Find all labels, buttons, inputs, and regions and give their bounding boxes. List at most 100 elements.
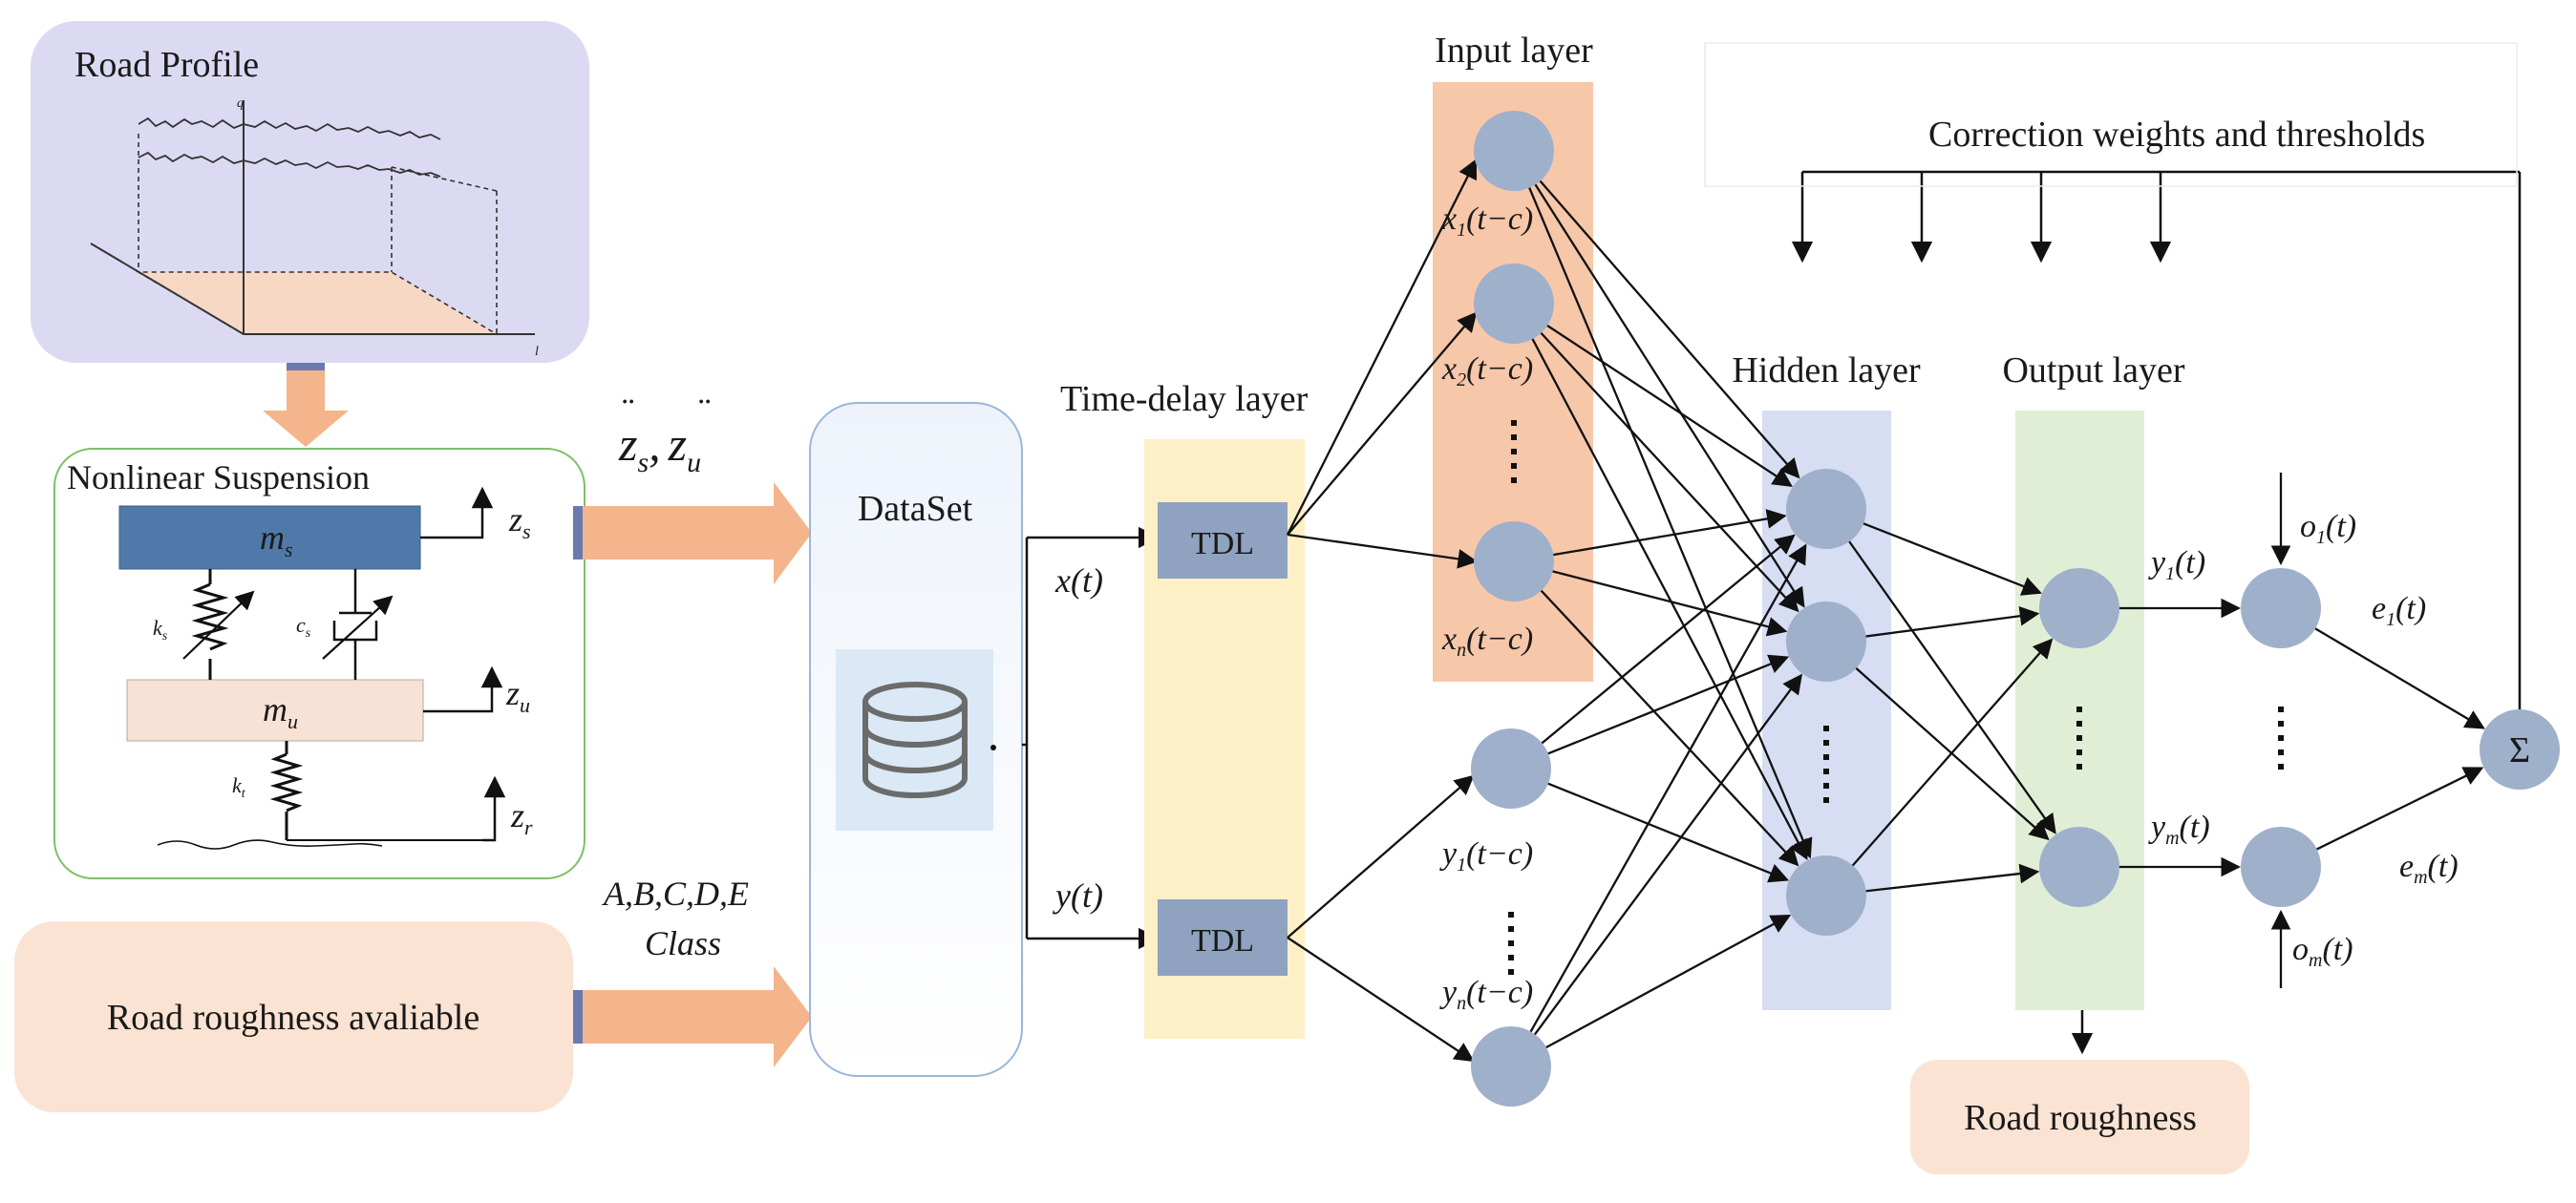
error-label-e1: e1(t) <box>2372 591 2426 630</box>
compare-1-to-sum <box>2312 767 2484 853</box>
damper-cs <box>322 569 394 680</box>
input-0-to-hidden-1 <box>1532 180 1805 608</box>
input-2-to-hidden-0 <box>1549 509 1787 557</box>
input-4-to-hidden-2 <box>1542 914 1792 1050</box>
feedback-label-yn: yn(t−c) <box>1439 975 1533 1014</box>
compare-node-m <box>2241 827 2321 907</box>
zr-label: zr <box>510 796 533 839</box>
zs-label: zs <box>508 500 531 543</box>
road-profile-axis-h: l <box>535 345 539 359</box>
input-0-to-hidden-0 <box>1536 177 1800 479</box>
zu-arrow <box>423 665 503 713</box>
suspension-title: Nonlinear Suspension <box>67 458 370 496</box>
tdl-x-to-input-0 <box>1286 158 1478 536</box>
compare-node-1 <box>2241 568 2321 648</box>
feedback-node-yn <box>1471 1026 1551 1107</box>
tdl-y-to-feedback-1 <box>1287 937 1475 1063</box>
database-icon <box>862 682 968 798</box>
feedback-label: Correction weights and thresholds <box>1928 115 2425 155</box>
input-1-to-hidden-1 <box>1537 328 1799 613</box>
compare-ellipsis <box>2278 707 2284 770</box>
hidden-nodes <box>1786 469 1866 936</box>
sprung-mass-label: ms <box>260 518 293 561</box>
tdl-box-y <box>1158 899 1288 976</box>
down-block-arrow <box>263 363 349 447</box>
output-label-y1: y1(t) <box>2148 545 2205 584</box>
input-node-xn <box>1474 521 1554 602</box>
dataset-dot <box>990 745 996 750</box>
road-roughness-available-box: Road roughness avaliable <box>14 921 573 1112</box>
input-3-to-hidden-0 <box>1538 534 1796 747</box>
spring-ks-label: ks <box>153 616 168 644</box>
tdl-box-x-label: TDL <box>1191 526 1254 561</box>
feedback-path <box>1791 170 2522 709</box>
input-1-to-hidden-0 <box>1543 322 1793 487</box>
input-nodes <box>1471 111 1554 1107</box>
sum-symbol: Σ <box>2509 730 2530 770</box>
unsprung-mass-label: mu <box>263 690 298 733</box>
hidden-layer-title: Hidden layer <box>1732 350 1921 390</box>
input-3-to-hidden-2 <box>1543 781 1790 883</box>
tdl-box-y-label: TDL <box>1191 923 1254 959</box>
y-signal-label: y(t) <box>1053 876 1103 915</box>
output-label-ym: ym(t) <box>2148 810 2210 849</box>
input-1-to-hidden-2 <box>1529 334 1808 860</box>
zr-arrow <box>482 775 506 842</box>
spring-ks <box>182 569 255 680</box>
feedback-label-frame <box>1704 42 2518 187</box>
dataset-box: DataSet <box>809 402 1023 1077</box>
road-profile-plot <box>90 100 535 335</box>
input-4-to-hidden-0 <box>1527 543 1807 1036</box>
svg-text:¨: ¨ <box>698 390 711 433</box>
x-signal-label: x(t) <box>1054 561 1103 600</box>
input-0-to-hidden-2 <box>1526 183 1813 859</box>
damper-cs-label: cs <box>296 613 311 641</box>
input-layer-title: Input layer <box>1435 31 1593 71</box>
dataset-branch-lines <box>1022 526 1160 950</box>
tdl-x-to-input-1 <box>1287 311 1478 536</box>
input-label-x1: x1(t−c) <box>1441 201 1533 241</box>
time-delay-layer-title: Time-delay layer <box>1060 379 1309 419</box>
acceleration-label: zs,zu ¨ ¨ <box>618 390 711 478</box>
road-profile-title: Road Profile <box>75 45 259 85</box>
input-2-to-hidden-2 <box>1537 586 1799 867</box>
road-roughness-available-label: Road roughness avaliable <box>107 998 479 1038</box>
zs-arrow <box>420 486 494 539</box>
output-nodes <box>2039 568 2560 907</box>
road-profile-axis-v: q <box>237 96 244 111</box>
input-label-xn: xn(t−c) <box>1441 622 1533 661</box>
output-node-1 <box>2039 568 2119 648</box>
svg-text:¨: ¨ <box>622 390 634 433</box>
zu-label: zu <box>505 674 530 717</box>
sum-node <box>2480 709 2560 790</box>
output-ellipsis <box>2076 707 2082 770</box>
target-label-o1: o1(t) <box>2300 509 2356 548</box>
hidden-2-to-output-0 <box>1849 638 2054 870</box>
tdl-box-x <box>1158 502 1288 579</box>
output-node-m <box>2039 827 2119 907</box>
road-profile-panel: Road Profile q l <box>31 21 589 363</box>
input-node-x2 <box>1474 264 1554 344</box>
road-roughness-label: Road roughness <box>1964 1098 2197 1138</box>
compare-0-to-sum <box>2310 625 2485 729</box>
feedback-ellipsis <box>1508 912 1514 975</box>
tdl-x-to-input-2 <box>1287 533 1479 569</box>
suspension-panel: Nonlinear Suspension ms mu ks cs <box>53 448 585 879</box>
tire-spring-kt <box>269 741 304 840</box>
roughness-to-dataset-arrow <box>573 966 812 1067</box>
hidden-ellipsis <box>1823 726 1829 803</box>
input-ellipsis <box>1511 420 1517 483</box>
svg-text:zs,zu: zs,zu <box>618 417 701 478</box>
road-roughness-box <box>1910 1060 2249 1174</box>
dataset-label: DataSet <box>858 489 973 529</box>
class-label-line2: Class <box>645 924 721 962</box>
hidden-node-3 <box>1786 855 1866 936</box>
feedback-label-y1: y1(t−c) <box>1439 836 1533 876</box>
input-node-x1 <box>1474 111 1554 191</box>
ellipsis-dots <box>1508 420 2284 975</box>
hidden-0-to-output-0 <box>1859 520 2042 596</box>
feedback-node-y1 <box>1471 728 1551 809</box>
output-layer-title: Output layer <box>2002 350 2184 390</box>
tdl-y-to-feedback-0 <box>1287 774 1475 939</box>
